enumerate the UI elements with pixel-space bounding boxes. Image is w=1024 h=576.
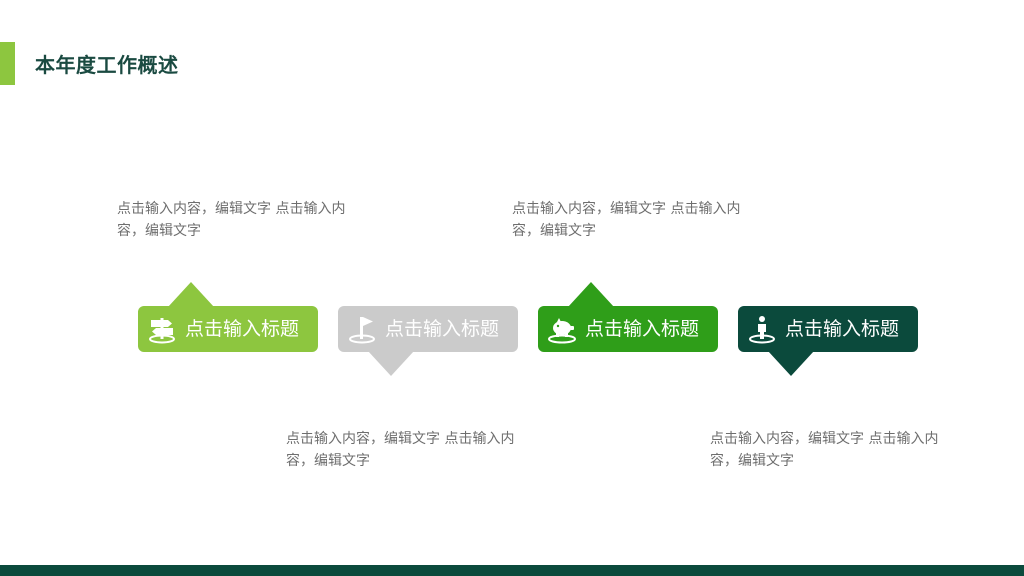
step-3-pointer <box>568 282 614 307</box>
step-3-title[interactable]: 点击输入标题 <box>585 318 700 340</box>
step-4-description: 点击输入内容，编辑文字 点击输入内容，编辑文字 <box>710 431 939 469</box>
flag-icon <box>349 317 375 344</box>
signpost-icon <box>149 318 175 344</box>
page-title: 本年度工作概述 <box>35 53 179 77</box>
step-1-description: 点击输入内容，编辑文字 点击输入内容，编辑文字 <box>117 201 346 239</box>
step-4-title[interactable]: 点击输入标题 <box>785 318 900 340</box>
step-3-description: 点击输入内容，编辑文字 点击输入内容，编辑文字 <box>512 201 741 239</box>
title-accent-bar <box>0 42 15 85</box>
step-1-title[interactable]: 点击输入标题 <box>185 318 300 340</box>
step-1-box: 点击输入标题 <box>138 282 318 352</box>
step-2-box: 点击输入标题 <box>338 306 518 376</box>
person-pin-icon <box>749 316 775 344</box>
step-2-description: 点击输入内容，编辑文字 点击输入内容，编辑文字 <box>286 431 515 469</box>
step-1-pointer <box>168 282 214 307</box>
step-2-title[interactable]: 点击输入标题 <box>385 318 500 340</box>
step-4-box: 点击输入标题 <box>738 306 918 376</box>
step-4-pointer <box>768 351 814 376</box>
footer-bar <box>0 565 1024 576</box>
step-3-box: 点击输入标题 <box>538 282 718 352</box>
step-2-pointer <box>368 351 414 376</box>
piggy-bank-icon <box>548 318 576 344</box>
